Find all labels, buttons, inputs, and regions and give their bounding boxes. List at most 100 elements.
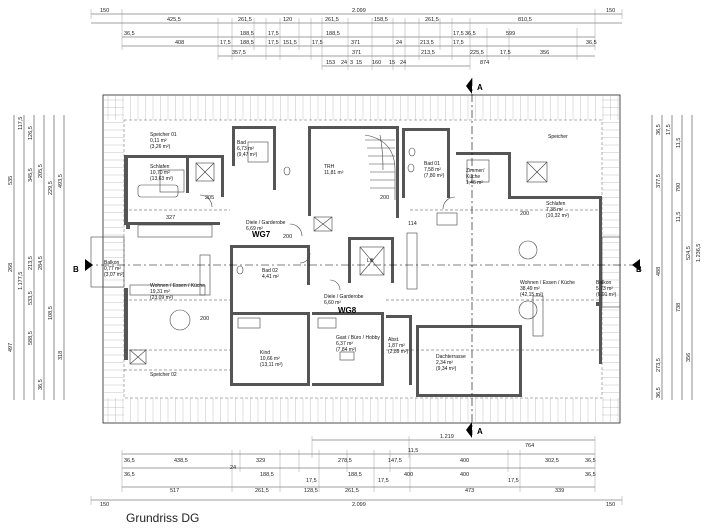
svg-text:205,5: 205,5 <box>38 164 44 178</box>
dimension-labels-bottom: 1.219 11,5 764 36,5 438,5 24 329 278,5 1… <box>100 434 615 508</box>
svg-text:Bad 01: Bad 01 <box>424 161 440 167</box>
svg-text:473: 473 <box>465 488 474 494</box>
svg-text:318: 318 <box>58 351 64 360</box>
svg-text:Diele / Garderobe: Diele / Garderobe <box>324 294 364 300</box>
svg-text:(13,11 m²): (13,11 m²) <box>260 362 283 368</box>
svg-text:150: 150 <box>606 502 615 508</box>
svg-text:408: 408 <box>175 40 184 46</box>
svg-text:356: 356 <box>540 50 549 56</box>
svg-text:(9,47 m²): (9,47 m²) <box>237 152 258 158</box>
svg-text:158,5: 158,5 <box>374 17 388 23</box>
svg-text:261,5: 261,5 <box>255 488 269 494</box>
svg-text:36,5: 36,5 <box>585 458 596 464</box>
svg-text:810,5: 810,5 <box>518 17 532 23</box>
svg-text:1.236,5: 1.236,5 <box>696 244 702 262</box>
svg-text:17,5: 17,5 <box>268 31 279 37</box>
svg-text:188,5: 188,5 <box>240 40 254 46</box>
svg-text:497: 497 <box>8 343 14 352</box>
svg-text:(9,34 m²): (9,34 m²) <box>436 366 457 372</box>
svg-text:(3,07 m²): (3,07 m²) <box>104 272 125 278</box>
svg-text:188,5: 188,5 <box>260 472 274 478</box>
svg-text:36,5: 36,5 <box>465 31 476 37</box>
building-outline <box>102 94 621 424</box>
svg-text:(42,15 m²): (42,15 m²) <box>520 292 543 298</box>
svg-text:371: 371 <box>351 40 360 46</box>
svg-text:738: 738 <box>676 303 682 312</box>
svg-text:278,5: 278,5 <box>338 458 352 464</box>
svg-text:Zimmer/: Zimmer/ <box>466 168 485 174</box>
svg-text:5,73 m²: 5,73 m² <box>596 286 613 292</box>
svg-text:126,5: 126,5 <box>28 126 34 140</box>
svg-text:284,5: 284,5 <box>38 256 44 270</box>
svg-text:400: 400 <box>460 458 469 464</box>
svg-text:Wohnen / Essen / Küche: Wohnen / Essen / Küche <box>150 283 205 289</box>
svg-text:0,11 m²: 0,11 m² <box>150 138 167 144</box>
svg-text:15: 15 <box>356 60 362 66</box>
svg-text:6,37 m²: 6,37 m² <box>336 341 353 347</box>
svg-text:108,5: 108,5 <box>48 306 54 320</box>
interior-dimension-labels: 327 205 200 200 200 200 114 <box>166 195 529 322</box>
svg-text:36,5: 36,5 <box>656 387 662 398</box>
svg-text:2.099: 2.099 <box>352 502 366 508</box>
svg-text:517: 517 <box>170 488 179 494</box>
svg-text:Speicher 01: Speicher 01 <box>150 132 177 138</box>
svg-text:114: 114 <box>408 221 417 227</box>
svg-text:17,5: 17,5 <box>378 478 389 484</box>
room-speicher-01: Speicher 010,11 m²(3,26 m²) <box>150 132 177 150</box>
svg-text:36,5: 36,5 <box>586 40 597 46</box>
svg-text:17,5: 17,5 <box>453 31 464 37</box>
svg-text:10,66 m²: 10,66 m² <box>260 356 280 362</box>
svg-text:357,5: 357,5 <box>232 50 246 56</box>
dimension-chains-left <box>13 115 65 400</box>
svg-text:(3,26 m²): (3,26 m²) <box>150 144 171 150</box>
drawing-caption: Grundriss DG <box>126 511 200 525</box>
roof-rafter-hatch <box>104 96 619 422</box>
svg-text:(7,84 m²): (7,84 m²) <box>336 347 357 353</box>
svg-text:524,5: 524,5 <box>686 246 692 260</box>
svg-text:273,5: 273,5 <box>656 358 662 372</box>
svg-text:11,5: 11,5 <box>408 448 418 454</box>
svg-text:Bad 02: Bad 02 <box>262 268 278 274</box>
svg-text:261,5: 261,5 <box>345 488 359 494</box>
svg-text:7,38 m²: 7,38 m² <box>546 207 563 213</box>
svg-text:400: 400 <box>404 472 413 478</box>
svg-text:533,5: 533,5 <box>28 291 34 305</box>
svg-text:19,31 m²: 19,31 m² <box>150 289 170 295</box>
svg-text:Bad: Bad <box>237 140 246 146</box>
svg-text:0,77 m²: 0,77 m² <box>104 266 121 272</box>
svg-text:Balkon: Balkon <box>104 260 120 266</box>
svg-text:Speicher 02: Speicher 02 <box>150 372 177 378</box>
svg-text:10,70 m²: 10,70 m² <box>150 170 170 176</box>
svg-text:1,46 m²: 1,46 m² <box>466 180 483 186</box>
svg-text:Speicher: Speicher <box>548 134 568 140</box>
svg-text:153: 153 <box>326 60 335 66</box>
svg-text:Dachterrasse: Dachterrasse <box>436 354 466 360</box>
svg-text:493,5: 493,5 <box>58 174 64 188</box>
room-abst: Abst.1,87 m²(2,89 m²) <box>388 337 409 355</box>
svg-text:4,41 m²: 4,41 m² <box>262 274 279 280</box>
section-line-a: A A <box>466 78 483 438</box>
svg-text:790: 790 <box>676 183 682 192</box>
svg-text:(10,32 m²): (10,32 m²) <box>546 213 569 219</box>
svg-text:213,5: 213,5 <box>420 40 434 46</box>
svg-text:377,5: 377,5 <box>656 174 662 188</box>
svg-text:160: 160 <box>372 60 381 66</box>
dimension-labels-top: 150 2.099 150 425,5 261,5 120 261,5 158,… <box>100 8 615 66</box>
svg-text:24: 24 <box>341 60 347 66</box>
dimension-labels-right: 36,5 17,5 11,5 377,5 11,5 790 488 1.236,… <box>656 124 702 398</box>
svg-text:764: 764 <box>525 443 534 449</box>
svg-text:302,5: 302,5 <box>545 458 559 464</box>
svg-text:2,34 m²: 2,34 m² <box>436 360 453 366</box>
svg-text:425,5: 425,5 <box>167 17 181 23</box>
svg-text:Schlafen: Schlafen <box>546 201 566 207</box>
svg-text:150: 150 <box>100 502 109 508</box>
dim-top-150-right: 150 <box>606 8 615 14</box>
dimension-chains-bottom <box>90 436 623 505</box>
